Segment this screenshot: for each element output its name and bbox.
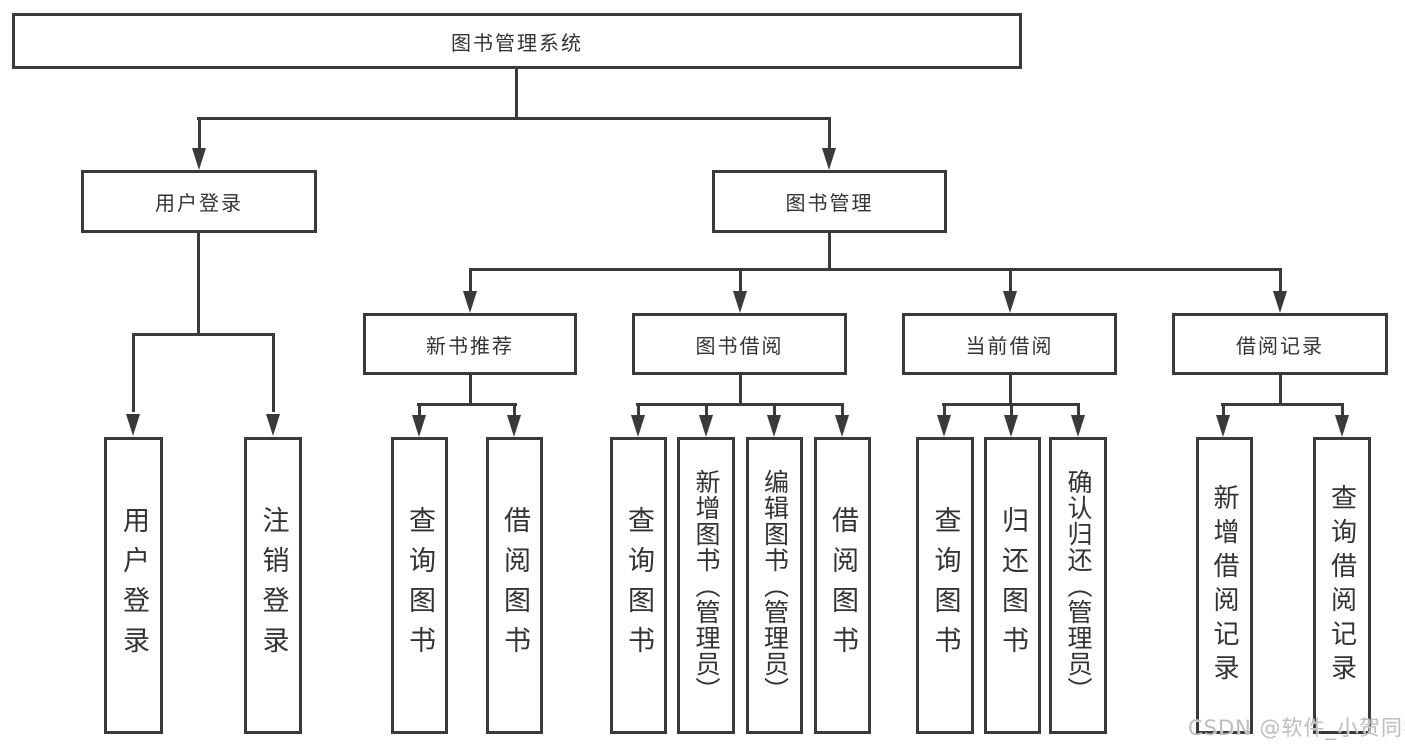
leaf-edit-book-admin: 编辑图书（管理员） [746,437,803,734]
arrow-down-icon [126,414,140,436]
connector-line [515,68,518,120]
arrow-down-icon [937,415,951,437]
connector-line [197,233,200,335]
arrow-down-icon [1273,291,1287,313]
arrow-down-icon [507,415,521,437]
watermark: CSDN @软件_小贺同学 [1188,716,1405,740]
arrow-down-icon [1335,415,1349,437]
connector-line [1341,405,1344,415]
arrow-down-icon [733,291,747,313]
node-borrow-records: 借阅记录 [1172,313,1388,375]
connector-line [828,233,831,270]
connector-line [1009,270,1012,293]
leaf-return-books: 归还图书 [984,437,1041,734]
arrow-down-icon [835,415,849,437]
connector-line [197,117,831,120]
node-book-management: 图书管理 [712,170,947,233]
connector-line [417,403,517,406]
arrow-down-icon [1071,415,1085,437]
node-new-book-recommend: 新书推荐 [363,313,577,375]
connector-line [513,405,516,415]
arrow-down-icon [463,291,477,313]
connector-line [1009,375,1012,405]
connector-line [198,119,201,150]
arrow-down-icon [266,414,280,436]
arrow-down-icon [699,415,713,437]
leaf-query-books-2: 查询图书 [610,437,667,734]
leaf-borrow-books-1: 借阅图书 [486,437,543,734]
connector-line [1077,405,1080,415]
connector-line [469,375,472,405]
connector-line [636,403,844,406]
arrow-down-icon [822,148,836,170]
connector-line [705,405,708,415]
connector-line [1010,405,1013,415]
connector-line [942,403,1080,406]
connector-line [828,119,831,150]
arrow-down-icon [1216,415,1230,437]
leaf-add-book-admin: 新增图书（管理员） [677,437,735,734]
node-current-borrow: 当前借阅 [902,313,1117,375]
node-user-login: 用户登录 [81,170,317,233]
leaf-user-login: 用户登录 [104,437,163,734]
leaf-query-borrow-record: 查询借阅记录 [1313,437,1371,734]
leaf-confirm-return-admin: 确认归还（管理员） [1049,437,1107,734]
leaf-query-books-1: 查询图书 [391,437,448,734]
connector-line [469,268,1282,271]
connector-line [1222,405,1225,415]
connector-line [272,335,275,412]
connector-line [1221,403,1344,406]
connector-line [1279,270,1282,293]
leaf-query-books-3: 查询图书 [916,437,974,734]
connector-line [841,405,844,415]
node-book-borrow: 图书借阅 [632,313,847,375]
connector-line [132,333,275,336]
connector-line [1279,375,1282,405]
connector-line [469,270,472,293]
connector-line [773,405,776,415]
connector-line [418,405,421,415]
arrow-down-icon [1004,415,1018,437]
connector-line [943,405,946,415]
leaf-borrow-books-2: 借阅图书 [814,437,871,734]
arrow-down-icon [767,415,781,437]
arrow-down-icon [631,415,645,437]
leaf-add-borrow-record: 新增借阅记录 [1196,437,1253,734]
connector-line [739,375,742,405]
node-library-management-system: 图书管理系统 [12,13,1022,69]
connector-line [637,405,640,415]
leaf-logout: 注销登录 [244,437,302,734]
arrow-down-icon [1003,291,1017,313]
connector-line [132,335,135,412]
arrow-down-icon [192,148,206,170]
connector-line [739,270,742,293]
arrow-down-icon [412,415,426,437]
